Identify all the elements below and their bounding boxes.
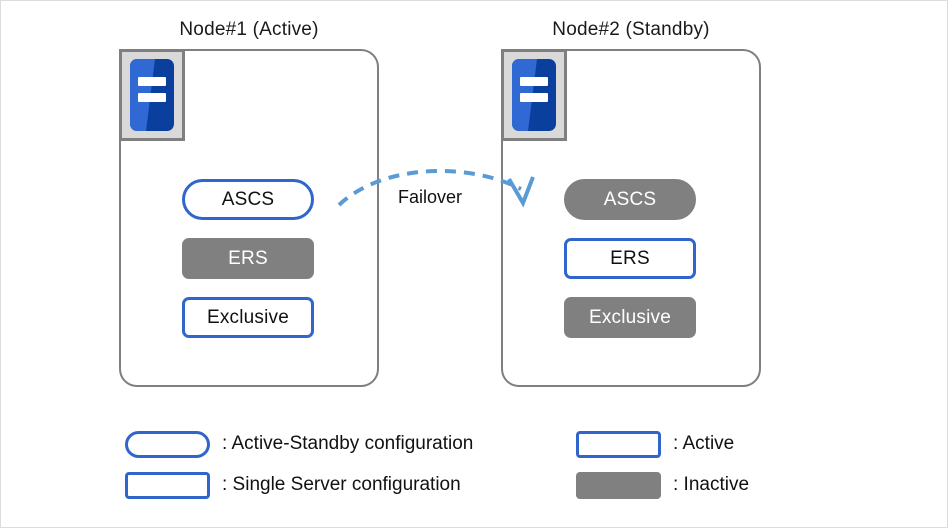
node1-title: Node#1 (Active) xyxy=(179,19,319,40)
node1-service-ers[interactable]: ERS xyxy=(182,238,314,279)
legend-label-active: : Active xyxy=(673,433,735,454)
node2-service-ers[interactable]: ERS xyxy=(564,238,696,279)
server-icon-body xyxy=(512,59,556,131)
server-icon-bar-bottom xyxy=(520,93,548,102)
node1-service-exclusive[interactable]: Exclusive xyxy=(182,297,314,338)
node2-service-exclusive[interactable]: Exclusive xyxy=(564,297,696,338)
legend-label-inactive: : Inactive xyxy=(673,474,750,495)
server-icon xyxy=(501,49,567,141)
legend-item-active: : Active xyxy=(576,430,734,458)
legend-swatch-rect xyxy=(125,471,210,499)
server-icon-body xyxy=(130,59,174,131)
legend-item-single-server: : Single Server configuration xyxy=(125,471,461,499)
legend-item-inactive: : Inactive xyxy=(576,471,749,499)
legend-item-active-standby: : Active-Standby configuration xyxy=(125,430,473,458)
server-icon-bar-bottom xyxy=(138,93,166,102)
node2-service-ascs[interactable]: ASCS xyxy=(564,179,696,220)
legend-label-active-standby: : Active-Standby configuration xyxy=(222,433,474,454)
server-icon-bar-top xyxy=(520,77,548,86)
server-icon xyxy=(119,49,185,141)
failover-arrow-icon xyxy=(337,169,535,208)
node2-title: Node#2 (Standby) xyxy=(552,19,710,40)
server-icon-bar-top xyxy=(138,77,166,86)
legend-swatch-active xyxy=(576,430,661,458)
failover-label: Failover xyxy=(398,187,463,207)
legend-swatch-pill xyxy=(125,430,210,458)
node1-service-ascs[interactable]: ASCS xyxy=(182,179,314,220)
legend-swatch-inactive xyxy=(576,471,661,499)
legend-label-single-server: : Single Server configuration xyxy=(222,474,461,495)
